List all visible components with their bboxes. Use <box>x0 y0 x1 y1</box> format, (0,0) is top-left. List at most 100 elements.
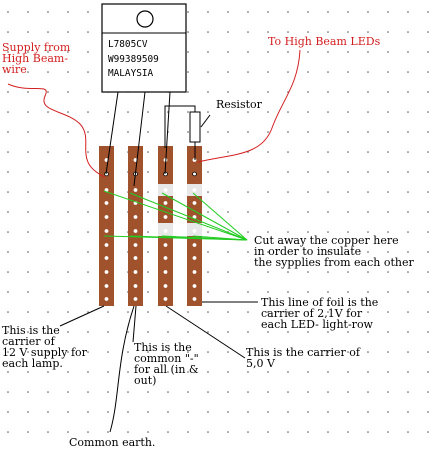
cut-away-pointers <box>103 190 248 241</box>
grid-dot <box>67 291 69 293</box>
grid-dot <box>27 251 29 253</box>
grid-dot <box>67 71 69 73</box>
dot-grid <box>7 11 429 433</box>
grid-dot <box>287 371 289 373</box>
strip-4 <box>187 146 202 306</box>
grid-dot <box>367 71 369 73</box>
grid-dot <box>267 331 269 333</box>
grid-dot <box>427 391 429 393</box>
grid-dot <box>287 291 289 293</box>
grid-dot <box>47 251 49 253</box>
grid-dot <box>407 271 409 273</box>
strip-holes <box>104 158 197 301</box>
grid-dot <box>7 271 9 273</box>
grid-dot <box>27 351 29 353</box>
grid-dot <box>287 351 289 353</box>
grid-dot <box>47 411 49 413</box>
grid-dot <box>267 411 269 413</box>
grid-dot <box>287 231 289 233</box>
grid-dot <box>107 111 109 113</box>
strip-hole <box>133 215 138 219</box>
grid-dot <box>107 331 109 333</box>
grid-dot <box>267 151 269 153</box>
strip-hole <box>133 188 138 192</box>
grid-dot <box>427 11 429 13</box>
grid-dot <box>207 151 209 153</box>
grid-dot <box>267 311 269 313</box>
grid-dot <box>387 131 389 133</box>
grid-dot <box>267 111 269 113</box>
grid-dot <box>247 191 249 193</box>
grid-dot <box>427 311 429 313</box>
resistor <box>164 105 211 160</box>
grid-dot <box>387 11 389 13</box>
grid-dot <box>47 231 49 233</box>
grid-dot <box>87 291 89 293</box>
grid-dot <box>287 51 289 53</box>
grid-dot <box>247 171 249 173</box>
grid-dot <box>267 31 269 33</box>
voltage-regulator <box>101 3 187 93</box>
grid-dot <box>367 391 369 393</box>
grid-dot <box>427 411 429 413</box>
grid-dot <box>347 391 349 393</box>
grid-dot <box>207 431 209 433</box>
grid-dot <box>87 371 89 373</box>
grid-dot <box>47 171 49 173</box>
grid-dot <box>247 111 249 113</box>
grid-dot <box>427 91 429 93</box>
grid-dot <box>427 51 429 53</box>
grid-dot <box>307 311 309 313</box>
resistor-lead-top <box>164 105 196 148</box>
grid-dot <box>147 111 149 113</box>
grid-dot <box>387 251 389 253</box>
grid-dot <box>187 351 189 353</box>
grid-dot <box>27 171 29 173</box>
grid-dot <box>147 431 149 433</box>
grid-dot <box>207 131 209 133</box>
grid-dot <box>387 391 389 393</box>
grid-dot <box>247 211 249 213</box>
grid-dot <box>307 411 309 413</box>
grid-dot <box>67 411 69 413</box>
grid-dot <box>27 371 29 373</box>
grid-dot <box>347 31 349 33</box>
grid-dot <box>27 51 29 53</box>
grid-dot <box>387 91 389 93</box>
grid-dot <box>267 291 269 293</box>
grid-dot <box>367 331 369 333</box>
grid-dot <box>7 351 9 353</box>
grid-dot <box>7 251 9 253</box>
grid-dot <box>87 431 89 433</box>
grid-dot <box>227 171 229 173</box>
grid-dot <box>287 391 289 393</box>
resistor-body <box>189 111 201 143</box>
carrier-5v-pointer <box>165 305 246 359</box>
grid-dot <box>67 91 69 93</box>
grid-dot <box>307 191 309 193</box>
strip-hole <box>192 243 197 247</box>
grid-dot <box>427 351 429 353</box>
grid-dot <box>247 251 249 253</box>
grid-dot <box>247 31 249 33</box>
grid-dot <box>407 151 409 153</box>
grid-dot <box>347 11 349 13</box>
grid-dot <box>107 371 109 373</box>
resistor-label: Resistor <box>216 98 262 111</box>
grid-dot <box>167 351 169 353</box>
grid-dot <box>327 111 329 113</box>
grid-dot <box>167 311 169 313</box>
strip-hole <box>133 297 138 301</box>
grid-dot <box>427 431 429 433</box>
grid-dot <box>187 331 189 333</box>
grid-dot <box>367 191 369 193</box>
grid-dot <box>7 231 9 233</box>
grid-dot <box>227 51 229 53</box>
grid-dot <box>427 31 429 33</box>
grid-dot <box>27 411 29 413</box>
grid-dot <box>247 351 249 353</box>
strip-hole <box>104 284 109 288</box>
grid-dot <box>407 351 409 353</box>
strip-hole <box>104 243 109 247</box>
